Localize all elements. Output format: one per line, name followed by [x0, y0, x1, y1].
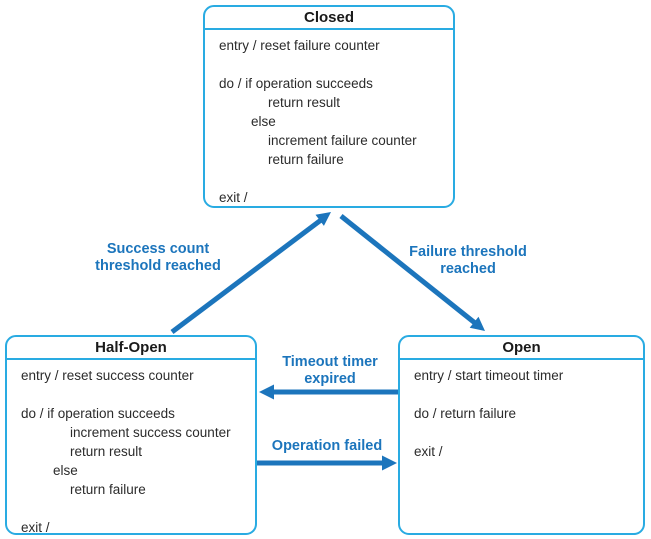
- transition-label-line: Success count: [106, 241, 210, 257]
- transition-label-line: reached: [440, 261, 496, 277]
- state-open-body: entry / start timeout timer do / return …: [400, 360, 643, 461]
- state-line: exit /: [414, 444, 443, 459]
- transition-label-timeout: Timeout timer expired: [255, 354, 405, 388]
- state-half-open: Half-Open entry / reset success counter …: [5, 335, 257, 535]
- transition-arrow-operation-failed: [257, 455, 397, 471]
- state-line: entry / reset failure counter: [219, 38, 380, 53]
- transition-label-line: expired: [304, 371, 356, 387]
- state-line: increment success counter: [70, 425, 231, 440]
- spacer: [21, 385, 247, 404]
- state-line: return result: [70, 444, 143, 459]
- transition-label-line: threshold reached: [95, 258, 221, 274]
- state-line: else: [251, 114, 276, 129]
- spacer: [21, 499, 247, 518]
- spacer: [414, 423, 635, 442]
- state-line: do / if operation succeeds: [21, 406, 175, 421]
- state-line: do / if operation succeeds: [219, 76, 373, 91]
- spacer: [219, 55, 445, 74]
- state-line: exit /: [219, 190, 248, 205]
- state-closed-title: Closed: [205, 7, 453, 30]
- state-closed: Closed entry / reset failure counter do …: [203, 5, 455, 208]
- state-half-open-title: Half-Open: [7, 337, 255, 360]
- spacer: [414, 385, 635, 404]
- state-line: increment failure counter: [268, 133, 417, 148]
- state-line: entry / reset success counter: [21, 368, 194, 383]
- transition-label-success: Success count threshold reached: [63, 241, 253, 275]
- state-line: entry / start timeout timer: [414, 368, 564, 383]
- state-line: return result: [268, 95, 341, 110]
- state-open: Open entry / start timeout timer do / re…: [398, 335, 645, 535]
- state-line: else: [53, 463, 78, 478]
- state-line: return failure: [70, 482, 146, 497]
- transition-label-operation-failed: Operation failed: [247, 438, 407, 455]
- transition-label-line: Timeout timer: [282, 354, 378, 370]
- state-closed-body: entry / reset failure counter do / if op…: [205, 30, 453, 207]
- spacer: [219, 169, 445, 188]
- state-half-open-body: entry / reset success counter do / if op…: [7, 360, 255, 537]
- state-line: return failure: [268, 152, 344, 167]
- state-line: exit /: [21, 520, 50, 535]
- state-line: do / return failure: [414, 406, 517, 421]
- transition-label-failure: Failure threshold reached: [373, 244, 563, 278]
- state-open-title: Open: [400, 337, 643, 360]
- transition-label-line: Operation failed: [271, 438, 383, 454]
- transition-label-line: Failure threshold: [409, 244, 527, 260]
